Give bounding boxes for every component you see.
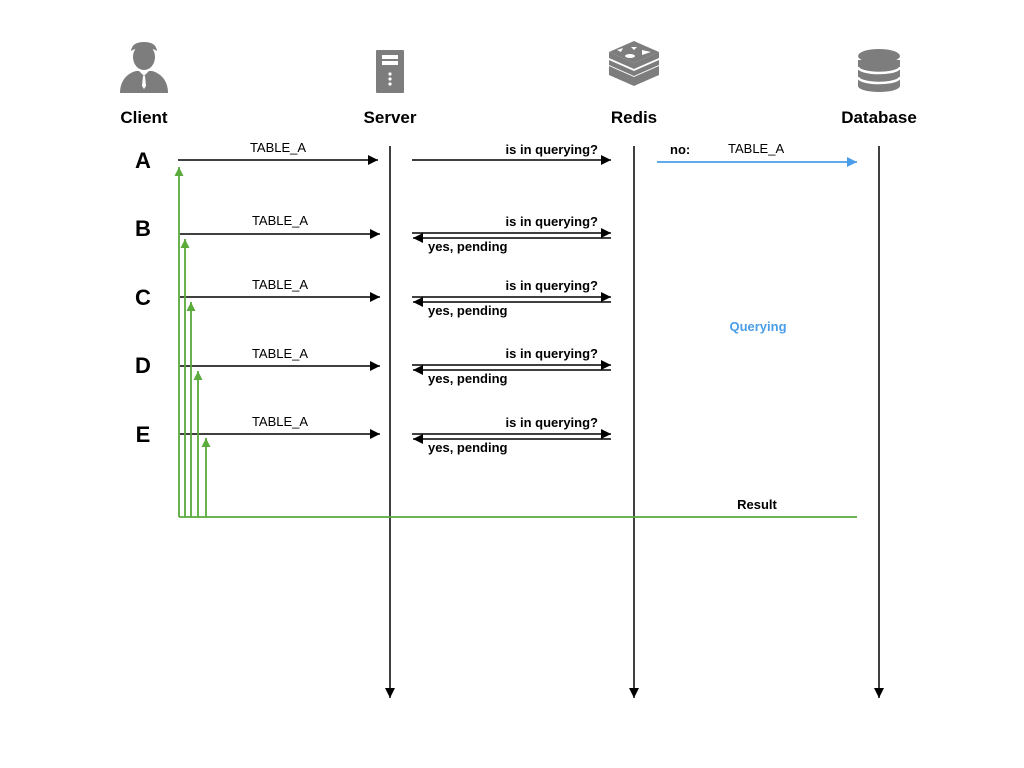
server-icon	[376, 50, 404, 93]
reply-label-c: yes, pending	[428, 303, 508, 318]
person-icon	[120, 42, 168, 93]
row-label-e: E	[136, 422, 151, 447]
row-label-a: A	[135, 148, 151, 173]
querying-status: Querying	[729, 319, 786, 334]
db-no-label: no:	[670, 142, 690, 157]
db-request-label: TABLE_A	[728, 141, 784, 156]
check-label-d: is in querying?	[506, 346, 599, 361]
redis-label: Redis	[611, 108, 657, 127]
reply-label-e: yes, pending	[428, 440, 508, 455]
row-label-b: B	[135, 216, 151, 241]
request-label-d: TABLE_A	[252, 346, 308, 361]
check-label-a: is in querying?	[506, 142, 599, 157]
client-label: Client	[120, 108, 168, 127]
check-label-b: is in querying?	[506, 214, 599, 229]
result-label: Result	[737, 497, 777, 512]
check-label-c: is in querying?	[506, 278, 599, 293]
database-icon	[856, 49, 902, 92]
reply-label-d: yes, pending	[428, 371, 508, 386]
row-label-d: D	[135, 353, 151, 378]
check-label-e: is in querying?	[506, 415, 599, 430]
request-label-c: TABLE_A	[252, 277, 308, 292]
redis-icon	[609, 41, 659, 86]
request-label-a: TABLE_A	[250, 140, 306, 155]
request-label-b: TABLE_A	[252, 213, 308, 228]
reply-label-b: yes, pending	[428, 239, 508, 254]
database-label: Database	[841, 108, 917, 127]
request-label-e: TABLE_A	[252, 414, 308, 429]
row-label-c: C	[135, 285, 151, 310]
server-label: Server	[364, 108, 417, 127]
